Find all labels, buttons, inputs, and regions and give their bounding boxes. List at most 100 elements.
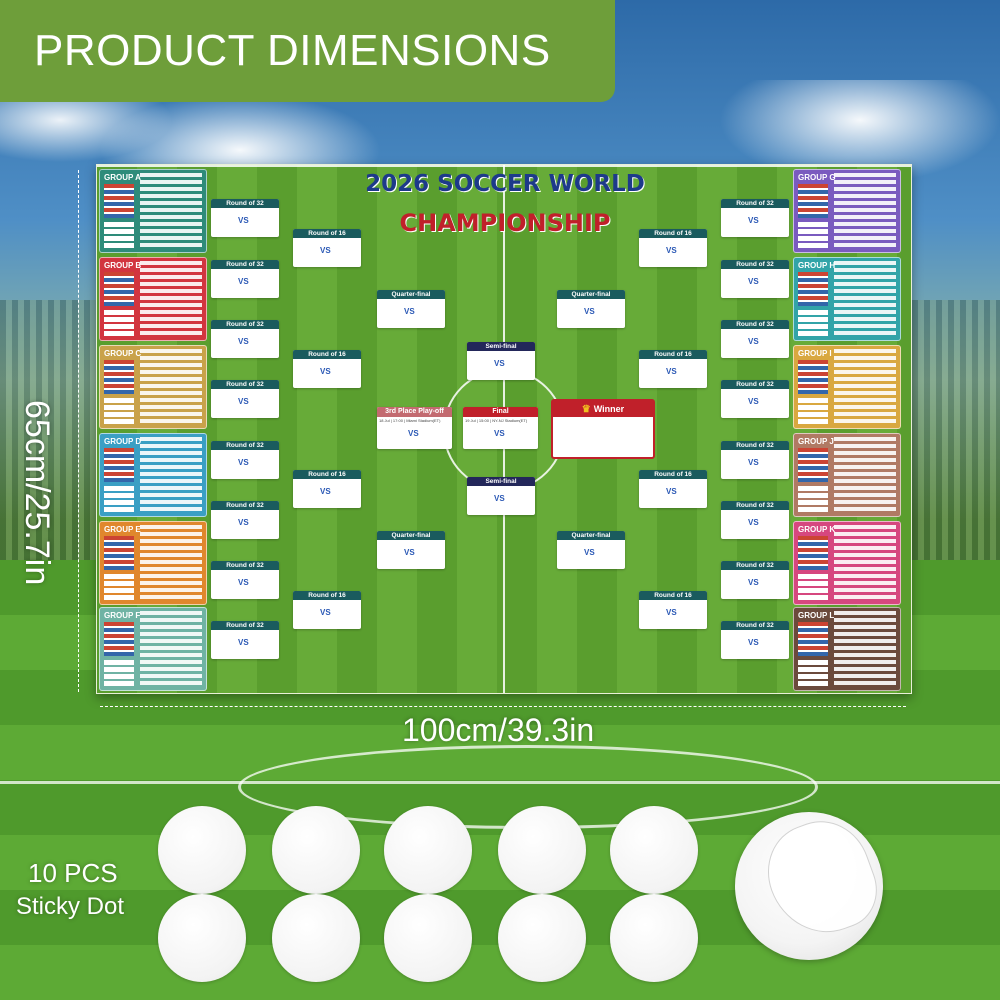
sticky-dot-label: Sticky Dot xyxy=(16,893,125,920)
standings-boxes xyxy=(104,310,134,336)
standings-boxes xyxy=(798,486,828,512)
vs-mark: VS xyxy=(404,548,415,557)
group-card-d: GROUP D xyxy=(99,433,207,517)
final-match: Final 19 Jul | 15:00 | NY-NJ Stadium(ET)… xyxy=(463,407,538,449)
vs-mark: VS xyxy=(238,397,249,406)
match-header: Quarter-final xyxy=(377,531,445,540)
final-header: Final xyxy=(463,407,538,417)
group-label: GROUP H xyxy=(798,261,836,270)
standings-boxes xyxy=(798,310,828,336)
vs-mark: VS xyxy=(666,246,677,255)
group-label: GROUP A xyxy=(104,173,141,182)
vs-mark: VS xyxy=(748,337,759,346)
vs-mark: VS xyxy=(494,359,505,368)
vs-mark: VS xyxy=(748,518,759,527)
match-header: Round of 32 xyxy=(721,561,789,570)
match-header: Round of 16 xyxy=(639,470,707,479)
vs-mark: VS xyxy=(748,578,759,587)
group-fixtures xyxy=(140,173,202,249)
flag-icons xyxy=(104,184,134,218)
group-card-h: GROUP H xyxy=(793,257,901,341)
field-top-line xyxy=(97,165,911,167)
title-banner: PRODUCT DIMENSIONS xyxy=(0,0,615,102)
sticky-dot xyxy=(158,806,246,894)
poster-title-line2: CHAMPIONSHIP xyxy=(399,209,611,237)
match-header: Round of 32 xyxy=(211,441,279,450)
third-place-info: 18 Jul | 17:00 | Miami Stadium(ET) xyxy=(379,418,441,423)
flag-icons xyxy=(104,360,134,394)
group-fixtures xyxy=(140,261,202,337)
group-fixtures xyxy=(834,173,896,249)
standings-boxes xyxy=(104,222,134,248)
vs-mark: VS xyxy=(494,429,505,438)
group-card-i: GROUP I xyxy=(793,345,901,429)
match-header: Semi-final xyxy=(467,477,535,486)
flag-icons xyxy=(798,622,828,656)
match-header: Quarter-final xyxy=(557,290,625,299)
standings-boxes xyxy=(104,574,134,600)
winner-header: ♛Winner xyxy=(553,401,653,417)
sticky-dot xyxy=(384,894,472,982)
vs-mark: VS xyxy=(320,487,331,496)
vs-mark: VS xyxy=(320,246,331,255)
group-fixtures xyxy=(140,611,202,687)
match-round-of-32-right-7: Round of 32 VS xyxy=(721,561,789,599)
group-card-l: GROUP L xyxy=(793,607,901,691)
vs-mark: VS xyxy=(494,494,505,503)
height-dimension-line xyxy=(78,170,80,692)
group-label: GROUP D xyxy=(104,437,142,446)
sticky-dot xyxy=(272,894,360,982)
standings-boxes xyxy=(104,486,134,512)
match-header: Quarter-final xyxy=(377,290,445,299)
flag-icons xyxy=(798,448,828,482)
sticky-dot xyxy=(610,806,698,894)
standings-boxes xyxy=(104,660,134,686)
vs-mark: VS xyxy=(748,397,759,406)
flag-icons xyxy=(798,360,828,394)
vs-mark: VS xyxy=(666,367,677,376)
flag-icons xyxy=(104,622,134,656)
match-header: Round of 32 xyxy=(721,380,789,389)
group-fixtures xyxy=(140,525,202,601)
match-header: Quarter-final xyxy=(557,531,625,540)
sticky-dot xyxy=(272,806,360,894)
group-label: GROUP G xyxy=(798,173,836,182)
group-label: GROUP C xyxy=(104,349,142,358)
standings-boxes xyxy=(798,574,828,600)
match-header: Round of 32 xyxy=(721,441,789,450)
flag-icons xyxy=(104,272,134,306)
vs-mark: VS xyxy=(748,277,759,286)
match-header: Round of 16 xyxy=(639,350,707,359)
sticky-dot xyxy=(610,894,698,982)
group-card-e: GROUP E xyxy=(99,521,207,605)
match-round-of-32-right-4: Round of 32 VS xyxy=(721,380,789,418)
match-header: Round of 16 xyxy=(293,229,361,238)
group-label: GROUP I xyxy=(798,349,832,358)
group-card-k: GROUP K xyxy=(793,521,901,605)
vs-mark: VS xyxy=(238,216,249,225)
match-header: Semi-final xyxy=(467,342,535,351)
sticky-dot xyxy=(158,894,246,982)
vs-mark: VS xyxy=(584,548,595,557)
vs-mark: VS xyxy=(584,307,595,316)
match-round-of-16-right-2: Round of 16 VS xyxy=(639,350,707,388)
match-header: Round of 16 xyxy=(293,350,361,359)
group-fixtures xyxy=(140,349,202,425)
match-header: Round of 16 xyxy=(639,229,707,238)
group-card-j: GROUP J xyxy=(793,433,901,517)
winner-box: ♛Winner xyxy=(551,399,655,459)
group-label: GROUP F xyxy=(104,611,141,620)
